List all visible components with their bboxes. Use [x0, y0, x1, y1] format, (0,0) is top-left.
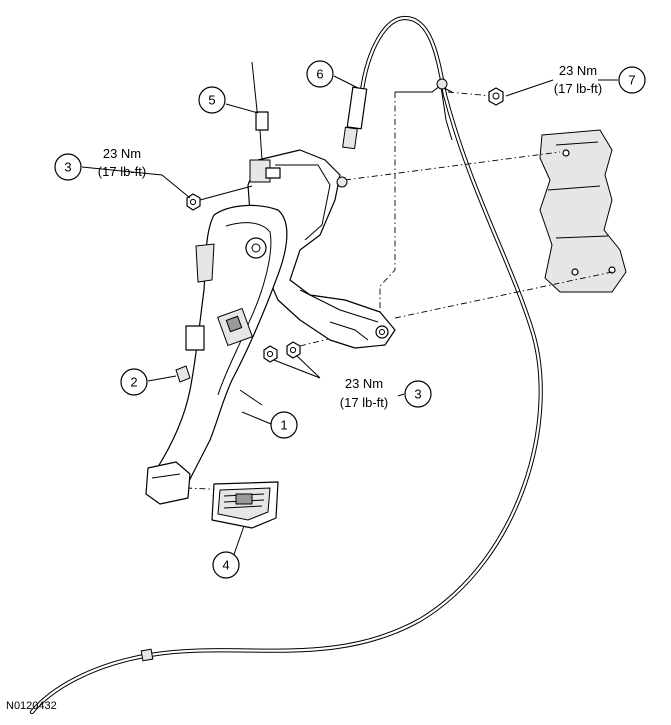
callout-2: 2 [120, 368, 148, 396]
callout-6: 6 [306, 60, 334, 88]
leader-lines [81, 75, 618, 561]
callout-5-label: 5 [208, 93, 215, 108]
nuts-3-lower [263, 341, 301, 363]
callout-6-label: 6 [316, 67, 323, 82]
callout-2-label: 2 [130, 375, 137, 390]
cable-guide-bracket [342, 78, 453, 320]
callout-3-upper: 3 [54, 153, 82, 181]
callout-5: 5 [198, 86, 226, 114]
callout-7: 7 [618, 66, 646, 94]
brake-pedal-arm [149, 204, 288, 497]
callout-1-label: 1 [280, 418, 287, 433]
torque-spec-3-lower: 23 Nm (17 lb-ft) [340, 376, 388, 410]
torque-7-nm: 23 Nm [559, 63, 597, 78]
torque-7-lbft: (17 lb-ft) [554, 81, 602, 96]
brake-switch [249, 61, 281, 183]
torque-3-lower-lbft: (17 lb-ft) [340, 395, 388, 410]
pedal-pad [211, 481, 279, 529]
figure-id: N0120432 [6, 700, 57, 712]
torque-spec-3-upper: 23 Nm (17 lb-ft) [98, 146, 146, 179]
nut-7 [447, 87, 504, 106]
callout-4: 4 [212, 551, 240, 579]
firewall-bracket [539, 129, 627, 293]
callout-3-lower: 3 [404, 380, 432, 408]
callout-1: 1 [270, 411, 298, 439]
pedal-clip [175, 365, 191, 383]
nut-3-upper [186, 185, 253, 211]
callout-4-label: 4 [222, 558, 229, 573]
parking-brake-cable [29, 15, 543, 715]
torque-3-lower-nm: 23 Nm [345, 376, 383, 391]
torque-3-upper-nm: 23 Nm [103, 146, 141, 161]
callout-3-upper-label: 3 [64, 160, 71, 175]
callout-3-lower-label: 3 [414, 387, 421, 402]
torque-spec-7: 23 Nm (17 lb-ft) [554, 63, 602, 96]
pedal-foot-end [145, 461, 191, 505]
pedal-support-bracket [247, 149, 396, 349]
torque-3-upper-lbft: (17 lb-ft) [98, 164, 146, 179]
callout-7-label: 7 [628, 73, 635, 88]
